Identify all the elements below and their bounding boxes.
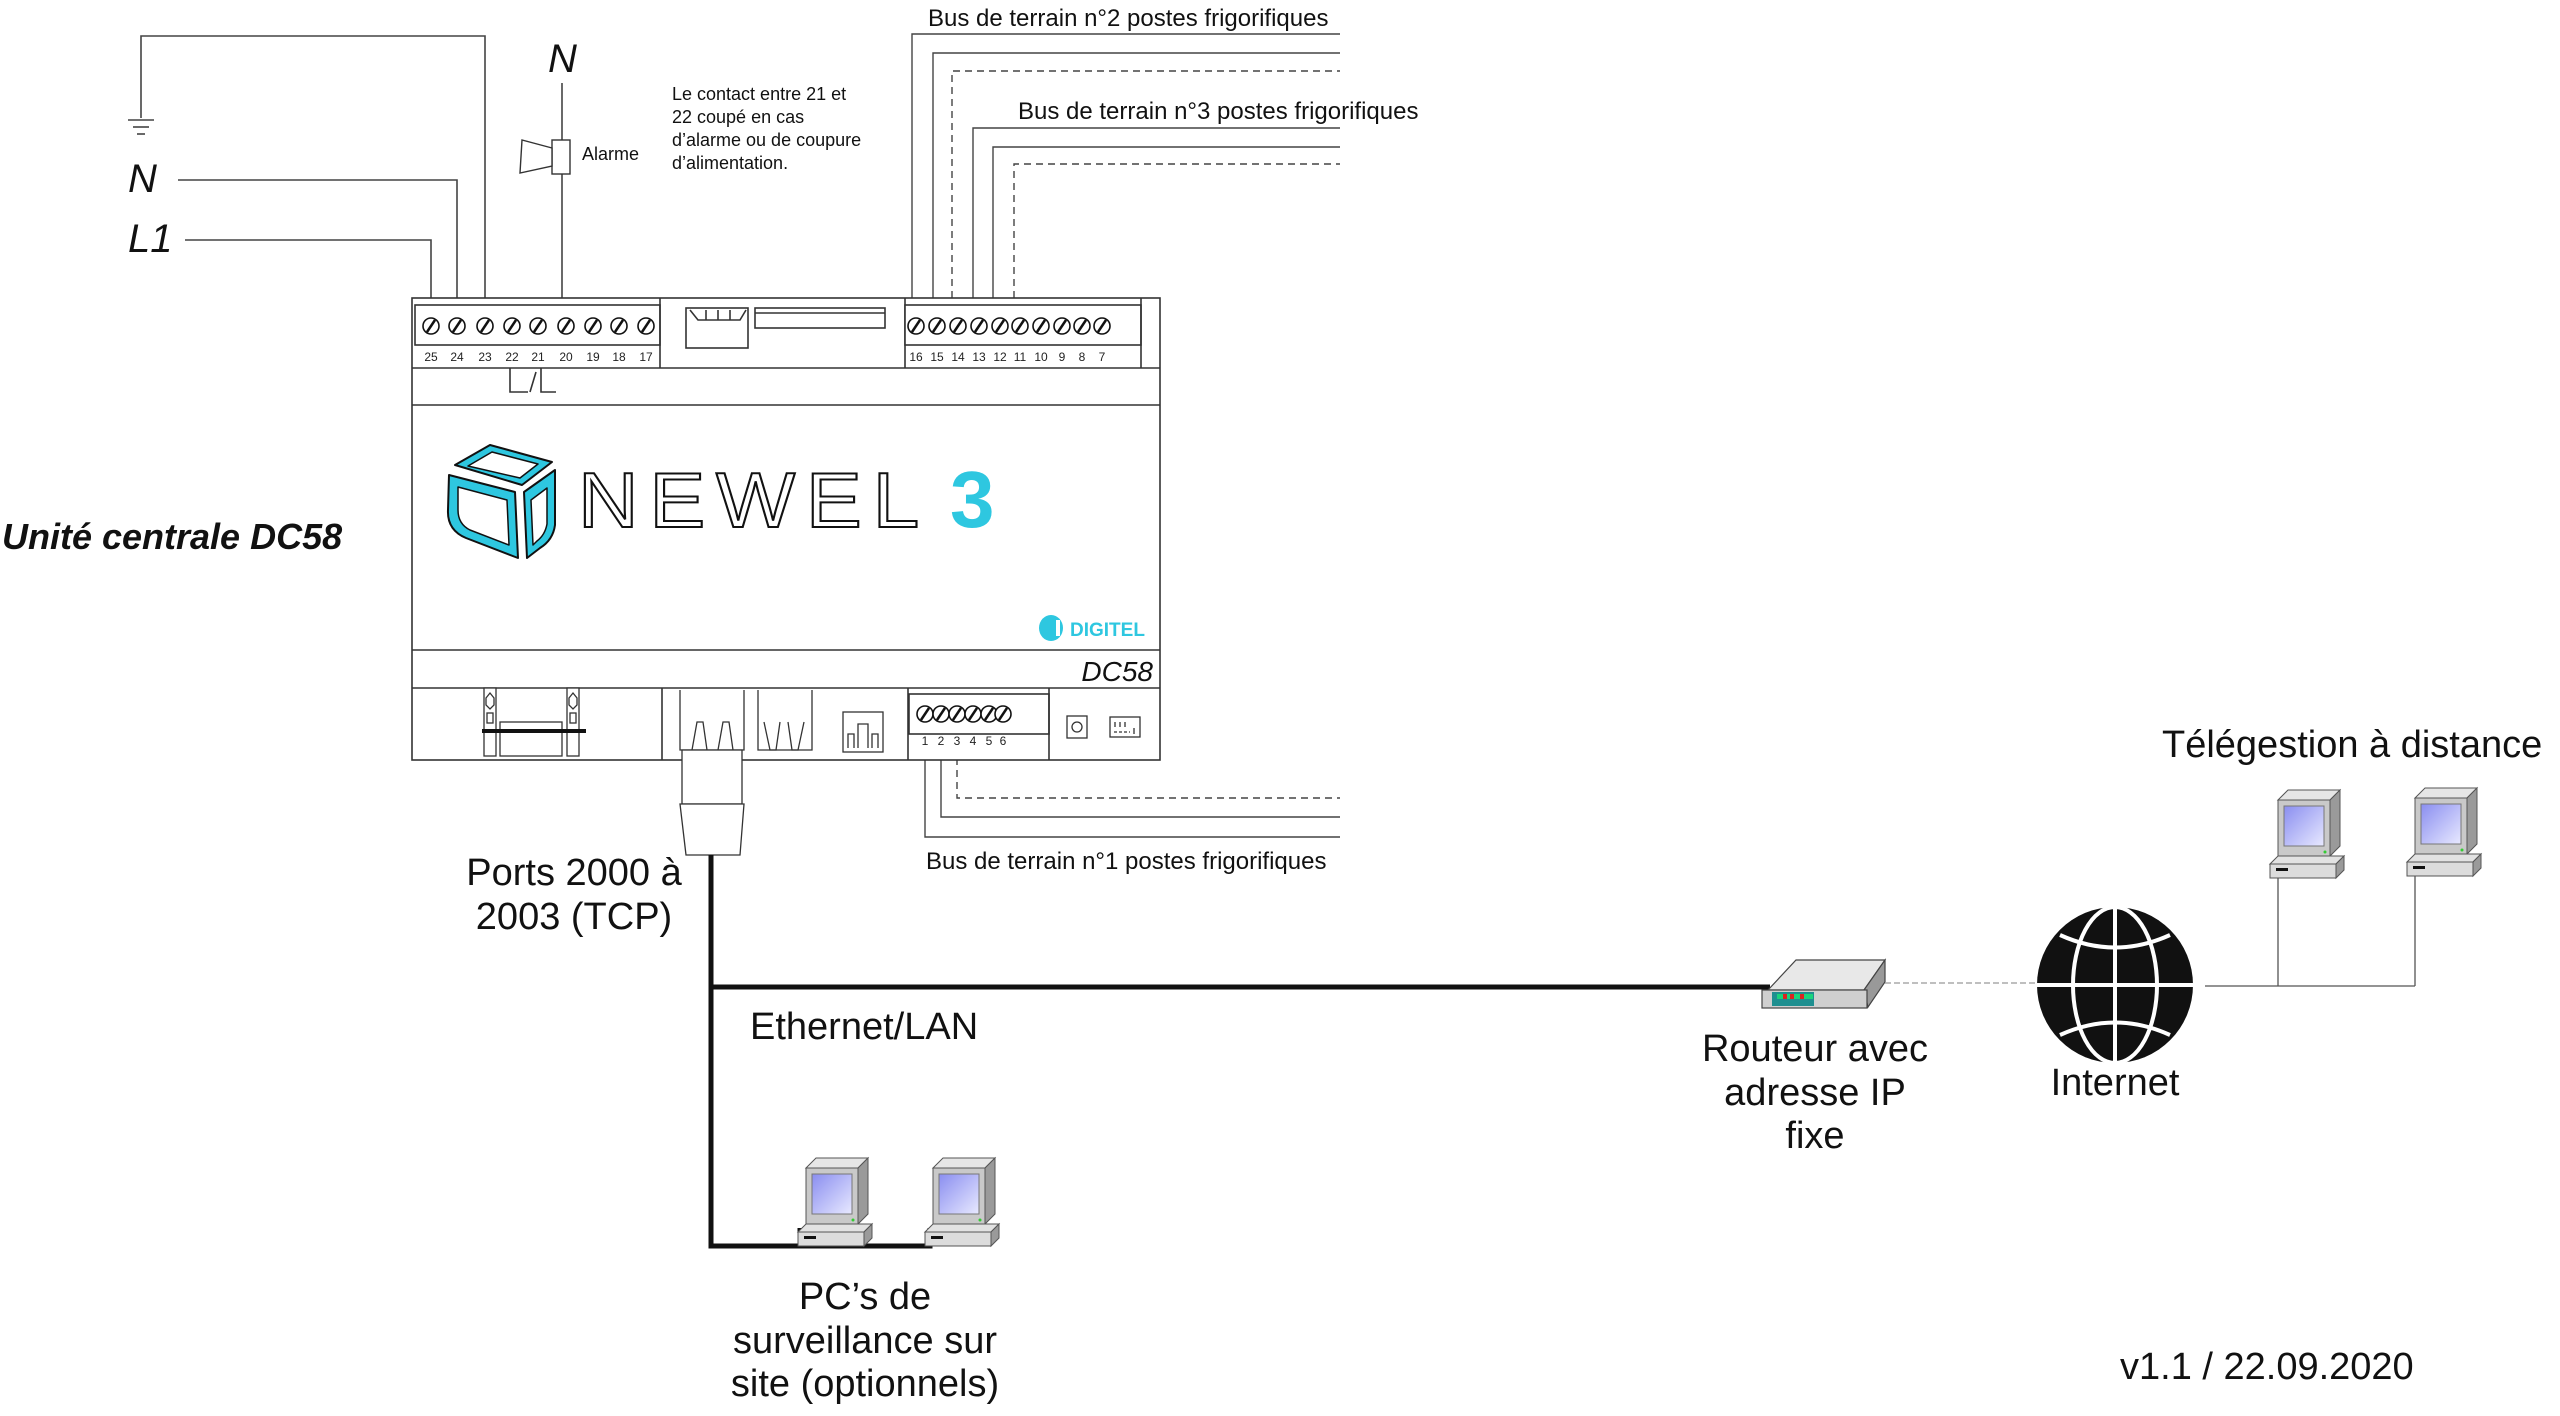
- terminal-number: 22: [505, 350, 519, 364]
- terminal-number: 6: [1000, 734, 1007, 748]
- terminal-number: 10: [1034, 350, 1048, 364]
- earth-ground-icon: [128, 119, 154, 135]
- router-label-line: fixe: [1785, 1115, 1845, 1158]
- router-label-line: Routeur avec: [1701, 1028, 1928, 1070]
- internet-globe-icon: [2037, 905, 2193, 1065]
- local-pc-icon: [924, 1157, 1000, 1247]
- model-label: DC58: [1081, 656, 1153, 687]
- terminal-numbers-bottom: 1 2 3 4 5 6: [922, 734, 1007, 748]
- terminal-screws-top-left: [421, 316, 656, 336]
- terminal-number: 7: [1099, 350, 1106, 364]
- earth-wire: [140, 35, 486, 300]
- brand-number: 3: [950, 455, 995, 544]
- terminal-number: 9: [1059, 350, 1066, 364]
- remote-pc-icon: [2406, 787, 2482, 877]
- alarm-note-line: 22 coupé en cas: [672, 107, 805, 127]
- router-label-line: adresse IP: [1724, 1071, 1906, 1114]
- terminal-number: 12: [993, 350, 1007, 364]
- terminal-number: 25: [424, 350, 438, 364]
- ethernet-plug-icon: [679, 749, 745, 856]
- terminal-number: 16: [909, 350, 923, 364]
- digitel-logo-icon: [1039, 615, 1063, 641]
- brand-name: NEWEL: [578, 456, 930, 544]
- ports-label: Ports 2000 à 2003 (TCP): [440, 852, 708, 939]
- terminal-number: 5: [986, 734, 993, 748]
- terminal-number: 21: [531, 350, 545, 364]
- terminal-number: 19: [586, 350, 600, 364]
- alarm-label: Alarme: [582, 144, 640, 164]
- terminal-numbers-top-right: 16 15 14 13 12 11 10 9 8 7: [909, 350, 1105, 364]
- terminal-number: 11: [1014, 350, 1027, 364]
- remote-pc-icon: [2269, 789, 2345, 879]
- power-wiring: [140, 35, 563, 300]
- neutral-wire: [178, 179, 458, 300]
- terminal-number: 13: [972, 350, 986, 364]
- bus2-wiring: [911, 33, 1340, 298]
- alarm-note: Le contact entre 21 et 22 coupé en cas d…: [672, 83, 861, 175]
- neutral-label: N: [128, 157, 157, 201]
- maker-name: DIGITEL: [1070, 620, 1145, 641]
- router-label: Routeur avec adresse IP fixe: [1660, 1028, 1970, 1159]
- terminal-number: 17: [639, 350, 653, 364]
- terminal-number: 14: [951, 350, 965, 364]
- local-pcs-label-line: PC’s de: [798, 1276, 932, 1318]
- device-caption: Unité centrale DC58: [2, 516, 343, 557]
- dip-switch-icon: [1109, 716, 1141, 738]
- phase-wire: [185, 239, 432, 300]
- terminal-numbers-top-left: 25 24 23 22 21 20 19 18 17: [424, 350, 653, 364]
- ports-label-line: Ports 2000 à: [466, 852, 682, 894]
- bus1-label: Bus de terrain n°1 postes frigorifiques: [926, 848, 1327, 875]
- lan-cable: [708, 855, 1770, 1249]
- terminal-number: 8: [1079, 350, 1086, 364]
- terminal-number: 4: [970, 734, 977, 748]
- reset-button-icon: [1066, 715, 1088, 739]
- terminal-number: 20: [559, 350, 573, 364]
- newel-cube-logo: [446, 444, 556, 559]
- phase-label: L1: [128, 217, 173, 261]
- local-pc-icon: [797, 1157, 873, 1247]
- ports-label-line: 2003 (TCP): [475, 895, 673, 938]
- connector-port-icon: [842, 711, 884, 753]
- terminal-number: 1: [922, 734, 929, 748]
- alarm-note-line: Le contact entre 21 et: [672, 84, 847, 104]
- bus2-label: Bus de terrain n°2 postes frigorifiques: [928, 5, 1329, 32]
- version-label: v1.1 / 22.09.2020: [2120, 1346, 2414, 1388]
- alarm-note-line: d’alarme ou de coupure: [672, 130, 862, 150]
- bus3-label: Bus de terrain n°3 postes frigorifiques: [1018, 98, 1419, 125]
- local-pcs-label-line: site (optionnels): [730, 1363, 1000, 1406]
- terminal-number: 2: [938, 734, 945, 748]
- terminal-number: 23: [478, 350, 492, 364]
- alarm-note-line: d’alimentation.: [672, 153, 789, 173]
- terminal-number: 15: [930, 350, 944, 364]
- usb-slot: [685, 307, 749, 349]
- local-pcs-label: PC’s de surveillance sur site (optionnel…: [700, 1276, 1030, 1407]
- bus1-wiring: [924, 758, 1340, 838]
- sd-card-slot: [754, 307, 886, 329]
- serial-port-icon: [482, 687, 586, 757]
- terminal-number: 18: [612, 350, 626, 364]
- bus3-wiring: [972, 127, 1340, 298]
- internet-label: Internet: [2050, 1062, 2180, 1104]
- local-pcs-label-line: surveillance sur: [733, 1319, 997, 1362]
- usb-port-icon: [757, 690, 813, 751]
- remote-label: Télégestion à distance: [2162, 724, 2543, 766]
- router-icon: [1761, 958, 1887, 1009]
- lan-label: Ethernet/LAN: [750, 1006, 979, 1048]
- alarm-siren-icon: [519, 139, 571, 175]
- terminal-number: 24: [450, 350, 464, 364]
- alarm-neutral-label: N: [548, 37, 577, 81]
- terminal-number: 3: [954, 734, 961, 748]
